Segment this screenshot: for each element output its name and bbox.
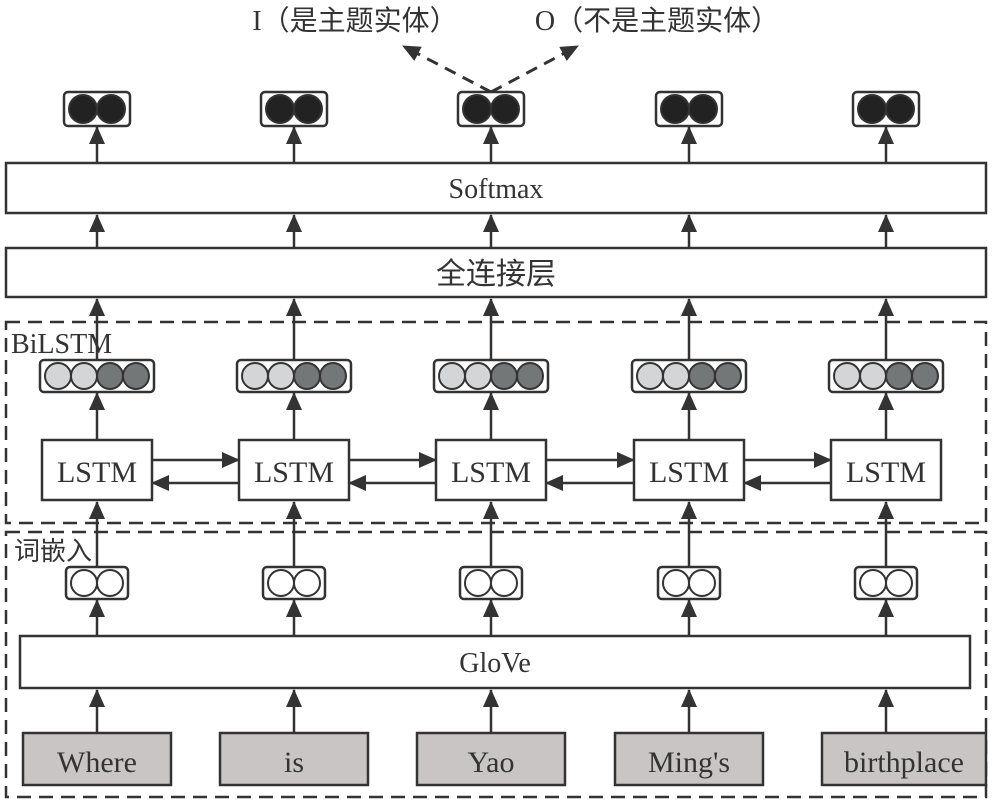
- glove-label: GloVe: [459, 648, 531, 679]
- output-vector-circle: [688, 94, 718, 124]
- hidden-state-vector-circle: [714, 362, 742, 390]
- hidden-state-vector-circle: [688, 362, 716, 390]
- output-vector-circle: [293, 94, 323, 124]
- dashed-arrow-to-o: [490, 44, 579, 94]
- token-label: Yao: [468, 746, 515, 779]
- output-vector-circle: [857, 94, 887, 124]
- hidden-state-vector-circle: [859, 362, 887, 390]
- embedding-group-label: 词嵌入: [14, 537, 92, 566]
- token-label: Ming's: [648, 746, 730, 779]
- output-vector-circle: [660, 94, 690, 124]
- token-label: birthplace: [844, 746, 964, 779]
- lstm-cell-box: [40, 438, 154, 502]
- label-not-topic-entity: O（不是主题实体）: [535, 5, 779, 37]
- hidden-state-vector-circle: [662, 362, 690, 390]
- softmax-layer-box: [4, 161, 988, 215]
- bilstm-group-box: [4, 320, 988, 525]
- hidden-state-vector-circle: [241, 362, 269, 390]
- embedding-vector-circle: [490, 569, 518, 597]
- output-vector-circle: [68, 94, 98, 124]
- hidden-state-vector-circle: [70, 362, 98, 390]
- label-is-topic-entity: I（是主题实体）: [252, 5, 457, 37]
- hidden-state-vector-circle: [833, 362, 861, 390]
- token-box: [218, 731, 370, 787]
- token-box: [820, 731, 988, 787]
- hidden-state-vector-circle: [96, 362, 124, 390]
- output-vector-circle: [265, 94, 295, 124]
- embedding-vector-circle: [859, 569, 887, 597]
- hidden-state-vector-circle: [122, 362, 150, 390]
- lstm-cell-box: [632, 438, 746, 502]
- hidden-state-vector-circle: [464, 362, 492, 390]
- embedding-vector-circle: [70, 569, 98, 597]
- lstm-cell-box: [434, 438, 548, 502]
- glove-layer-box: [18, 634, 972, 690]
- token-label: is: [284, 746, 304, 779]
- hidden-state-vector-circle: [438, 362, 466, 390]
- embedding-vector-circle: [688, 569, 716, 597]
- output-vector-circle: [462, 94, 492, 124]
- lstm-cell-box: [829, 438, 943, 502]
- lstm-cell-box: [237, 438, 351, 502]
- hidden-state-vector-circle: [636, 362, 664, 390]
- lstm-cell-label: LSTM: [57, 456, 137, 489]
- embedding-vector-circle: [96, 569, 124, 597]
- fully-connected-layer-box: [4, 246, 988, 299]
- hidden-state-vector-circle: [267, 362, 295, 390]
- output-vector-circle: [96, 94, 126, 124]
- lstm-cell-label: LSTM: [254, 456, 334, 489]
- embedding-vector-circle: [885, 569, 913, 597]
- hidden-state-vector-circle: [885, 362, 913, 390]
- lstm-cell-label: LSTM: [649, 456, 729, 489]
- embedding-vector-circle: [267, 569, 295, 597]
- bilstm-group-label: BiLSTM: [11, 329, 112, 360]
- embedding-vector-circle: [293, 569, 321, 597]
- token-label: Where: [57, 746, 137, 779]
- hidden-state-vector-circle: [293, 362, 321, 390]
- embedding-group-box: [4, 530, 988, 799]
- token-box: [415, 731, 567, 787]
- embedding-vector-circle: [464, 569, 492, 597]
- lstm-cell-label: LSTM: [846, 456, 926, 489]
- output-vector-circle: [490, 94, 520, 124]
- hidden-state-vector-circle: [319, 362, 347, 390]
- output-vector-circle: [885, 94, 915, 124]
- dashed-arrow-to-i: [402, 44, 492, 94]
- token-box: [21, 731, 173, 787]
- hidden-state-vector-circle: [490, 362, 518, 390]
- hidden-state-vector-circle: [44, 362, 72, 390]
- token-box: [613, 731, 765, 787]
- hidden-state-vector-circle: [516, 362, 544, 390]
- hidden-state-vector-circle: [911, 362, 939, 390]
- embedding-vector-circle: [662, 569, 690, 597]
- fully-connected-label: 全连接层: [436, 258, 556, 291]
- lstm-cell-label: LSTM: [451, 456, 531, 489]
- softmax-label: Softmax: [449, 174, 544, 205]
